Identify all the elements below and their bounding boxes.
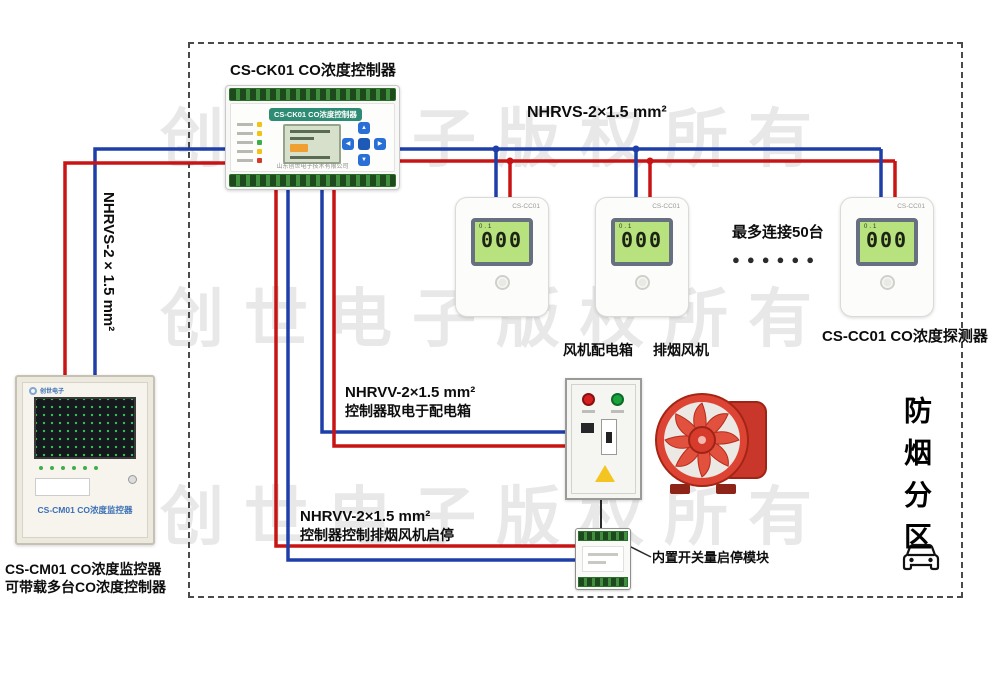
lamp-label: [582, 410, 595, 413]
nhrvv-control-line1: NHRVV-2×1.5 mm²: [300, 508, 431, 525]
controller-company-text: 山东创世电子技术有限公司: [276, 164, 349, 170]
breaker-meter: [601, 419, 617, 455]
co-monitor-device: 创世电子 CS-CM01 CO浓度监控器: [15, 375, 155, 545]
arrow-up-button: ▲: [358, 122, 370, 134]
monitor-led-row: [39, 466, 147, 470]
lcd-highlight: [290, 144, 308, 152]
max-connect-label: 最多连接50台: [732, 224, 824, 241]
car-icon: [902, 543, 940, 573]
switch-module: [575, 528, 631, 590]
monitor-slot: [35, 478, 90, 496]
led-indicator: [257, 122, 262, 127]
ellipsis-dots: ●●●●●●: [732, 252, 822, 267]
led-indicator: [257, 131, 262, 136]
fan-box-label: 风机配电箱: [563, 342, 633, 358]
arrow-down-button: ▼: [358, 154, 370, 166]
arrow-left-button: ◀: [342, 138, 354, 150]
detector-model-text: CS-CC01: [652, 203, 680, 210]
terminal-strip-top: [229, 88, 396, 101]
detector-caption: CS-CC01 CO浓度探测器: [822, 328, 988, 345]
warning-triangle-icon: [595, 465, 615, 482]
fan-graphic: [655, 393, 767, 494]
fan-foot: [716, 484, 736, 494]
brand-name-text: 创世电子: [40, 389, 65, 395]
controller-caption: CS-CK01 CO浓度控制器: [230, 62, 396, 79]
monitor-brand: 创世电子: [29, 386, 147, 395]
detector-lcd: 0.1 000: [471, 218, 533, 266]
cable-label-nhrvv-control: NHRVV-2×1.5 mm² 控制器控制排烟风机启停: [300, 508, 454, 544]
fan-foot: [670, 484, 690, 494]
fan-distribution-box: [565, 378, 642, 500]
module-terminal-top: [578, 531, 628, 541]
fan-hub-center: [698, 436, 706, 444]
detector-lcd: 0.1 000: [611, 218, 673, 266]
red-indicator-lamp: [582, 393, 595, 406]
co-detector-2: CS-CC01 0.1 000: [595, 197, 689, 317]
lcd-reading: 000: [620, 228, 664, 252]
controller-model-badge: CS-CK01 CO浓度控制器: [269, 108, 362, 121]
power-switch: [581, 423, 594, 433]
led-indicator: [257, 158, 262, 163]
module-terminal-bottom: [578, 577, 628, 587]
nhrvv-power-line2: 控制器取电于配电箱: [345, 402, 471, 419]
cable-label-nhrvs-left: NHRVS-2×1.5 mm²: [99, 192, 117, 332]
monitor-panel-label: CS-CM01 CO浓度监控器: [37, 505, 133, 515]
controller-lcd: [283, 124, 341, 164]
distribution-box-door: [571, 384, 636, 494]
detector-model-text: CS-CC01: [897, 203, 925, 210]
cable-label-nhrvs-top: NHRVS-2×1.5 mm²: [527, 104, 667, 121]
monitor-panel: 创世电子 CS-CM01 CO浓度监控器: [22, 382, 148, 538]
terminal-strip-bottom: [229, 174, 396, 187]
keyhole: [128, 475, 137, 484]
brand-logo-icon: [494, 275, 510, 290]
exhaust-fan-label: 排烟风机: [653, 342, 709, 358]
co-detector-3: CS-CC01 0.1 000: [840, 197, 934, 317]
detector-model-text: CS-CC01: [512, 203, 540, 210]
controller-faceplate: CS-CK01 CO浓度控制器 ▲ ▼ ◀ ▶ 山东创世电子: [230, 103, 395, 172]
smoke-zone-label: 防烟分区: [901, 396, 932, 564]
lcd-status-row: 0.1: [864, 224, 879, 230]
cable-label-nhrvv-power: NHRVV-2×1.5 mm² 控制器取电于配电箱: [345, 384, 475, 420]
nhrvv-power-line1: NHRVV-2×1.5 mm²: [345, 384, 476, 401]
brand-logo-icon: [879, 275, 895, 290]
module-body: [582, 546, 624, 572]
nhrvv-control-line2: 控制器控制排烟风机启停: [300, 526, 454, 543]
brand-logo-icon: [634, 275, 650, 290]
monitor-caption: CS-CM01 CO浓度监控器 可带载多台CO浓度控制器: [5, 561, 166, 596]
green-indicator-lamp: [611, 393, 624, 406]
lcd-status-row: 0.1: [619, 224, 634, 230]
lcd-reading: 000: [865, 228, 909, 252]
monitor-led-screen: [34, 397, 136, 459]
smoke-exhaust-fan: [652, 390, 770, 496]
ok-button: [358, 138, 370, 150]
detector-lcd: 0.1 000: [856, 218, 918, 266]
status-led-column: [237, 122, 262, 167]
controller-keypad: ▲ ▼ ◀ ▶: [342, 122, 386, 166]
lamp-label: [611, 410, 624, 413]
module-label: 内置开关量启停模块: [652, 550, 770, 565]
co-detector-1: CS-CC01 0.1 000: [455, 197, 549, 317]
brand-logo-icon: [29, 386, 37, 395]
co-controller-device: CS-CK01 CO浓度控制器 ▲ ▼ ◀ ▶ 山东创世电子: [225, 85, 400, 190]
monitor-caption-line2: 可带载多台CO浓度控制器: [5, 578, 166, 595]
monitor-caption-line1: CS-CM01 CO浓度监控器: [5, 561, 162, 577]
lcd-reading: 000: [480, 228, 524, 252]
arrow-right-button: ▶: [374, 138, 386, 150]
led-indicator: [257, 149, 262, 154]
led-indicator: [257, 140, 262, 145]
